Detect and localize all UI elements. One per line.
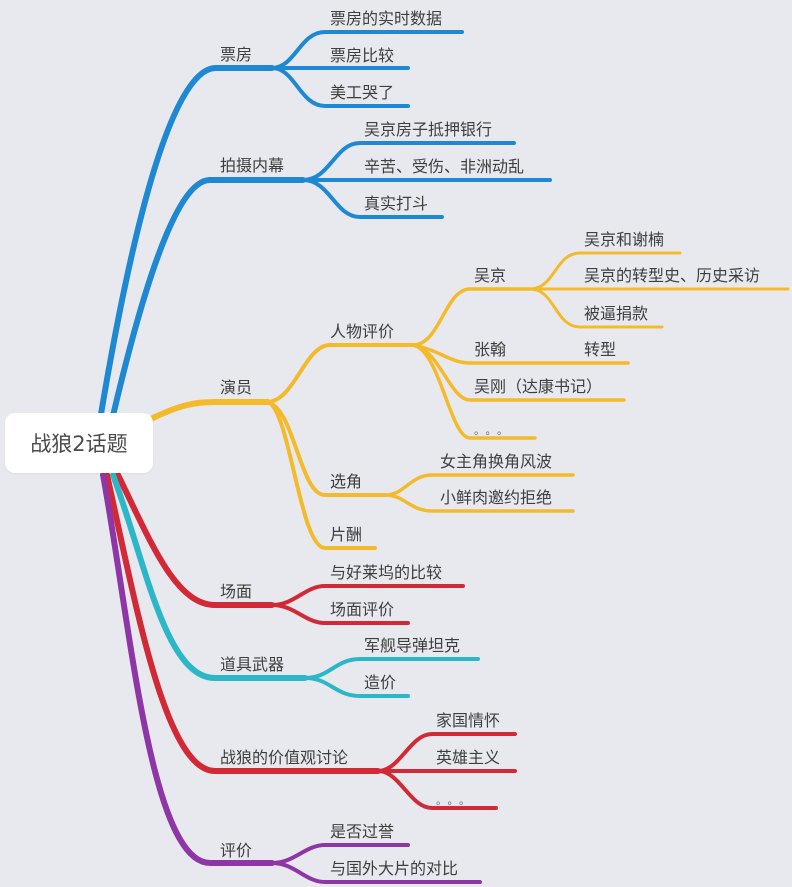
subtopic-cost[interactable]: 造价	[364, 673, 397, 692]
subtopic-warships[interactable]: 军舰导弹坦克	[364, 636, 461, 655]
subtopic-salary[interactable]: 片酬	[330, 525, 363, 544]
topic-cast[interactable]: 演员	[220, 378, 253, 397]
topic-values[interactable]: 战狼的价值观讨论	[220, 748, 349, 767]
root-topic-label: 战狼2话题	[30, 432, 128, 456]
subtopic-scene-review[interactable]: 场面评价	[330, 600, 395, 619]
topic-box-office[interactable]: 票房	[220, 45, 253, 64]
branch-lines-box-office	[97, 30, 552, 423]
branch-lines-props	[110, 472, 480, 698]
subtopic-character-review[interactable]: 人物评价	[330, 322, 395, 341]
subtopic-real-fights[interactable]: 真实打斗	[364, 194, 429, 213]
subtopic-box-office-compare[interactable]: 票房比较	[330, 46, 395, 65]
root-topic-node[interactable]: 战狼2话题	[5, 413, 153, 473]
branch-lines-review	[100, 472, 482, 884]
topic-review[interactable]: 评价	[220, 841, 253, 860]
subtopic-art-crew[interactable]: 美工哭了	[330, 83, 395, 102]
topic-behind-scenes[interactable]: 拍摄内幕	[220, 156, 285, 175]
topic-scenes[interactable]: 场面	[220, 582, 253, 601]
leaf-forced-donation[interactable]: 被逼捐款	[584, 304, 649, 323]
subtopic-values-ellipsis[interactable]: 。。。	[436, 794, 476, 807]
subtopic-wu-jing[interactable]: 吴京	[474, 266, 507, 285]
note-transformation[interactable]: 转型	[584, 340, 617, 359]
subtopic-wu-gang[interactable]: 吴刚（达康书记）	[474, 377, 603, 396]
branch-lines-values	[104, 472, 517, 810]
subtopic-overrated[interactable]: 是否过誉	[330, 822, 395, 841]
leaf-idol-declined[interactable]: 小鲜肉邀约拒绝	[440, 488, 553, 507]
subtopic-casting[interactable]: 选角	[330, 472, 363, 491]
leaf-wu-jing-history[interactable]: 吴京的转型史、历史采访	[584, 266, 761, 285]
leaf-wu-jing-xie-nan[interactable]: 吴京和谢楠	[584, 230, 665, 249]
subtopic-ellipsis[interactable]: 。。。	[474, 424, 514, 437]
branch-lines-cast	[150, 251, 790, 550]
subtopic-foreign-compare[interactable]: 与国外大片的对比	[330, 859, 459, 878]
branch-lines-scene	[115, 472, 465, 625]
leaf-lead-actress-change[interactable]: 女主角换角风波	[440, 452, 553, 471]
topic-props-weapons[interactable]: 道具武器	[220, 655, 285, 674]
subtopic-patriotism[interactable]: 家国情怀	[436, 711, 501, 730]
subtopic-zhang-han[interactable]: 张翰	[474, 340, 507, 359]
subtopic-house-mortgage[interactable]: 吴京房子抵押银行	[364, 120, 493, 139]
subtopic-heroism[interactable]: 英雄主义	[436, 748, 501, 767]
subtopic-hollywood-compare[interactable]: 与好莱坞的比较	[330, 563, 443, 582]
subtopic-realtime-data[interactable]: 票房的实时数据	[330, 9, 443, 28]
subtopic-hardship[interactable]: 辛苦、受伤、非洲动乱	[364, 157, 525, 176]
